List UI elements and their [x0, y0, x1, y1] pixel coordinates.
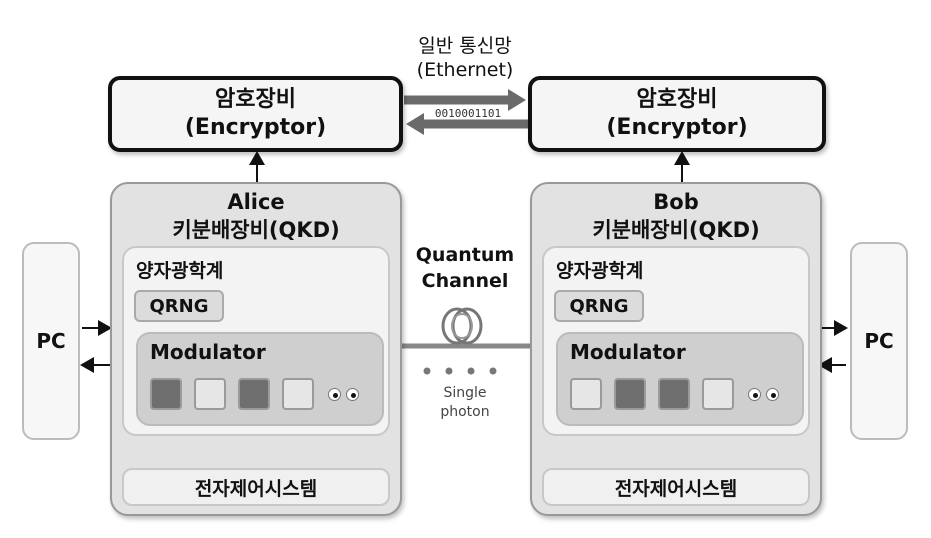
alice-encryptor-title: 암호장비: [215, 87, 296, 112]
photon-dot: [467, 367, 475, 375]
photon-dot: [423, 367, 431, 375]
pc-left: PC: [22, 242, 80, 440]
pc-right: PC: [850, 242, 908, 440]
single-photon-line1: Single: [443, 385, 487, 401]
alice-modulator: Modulator: [136, 332, 384, 426]
bob-encryptor-title: 암호장비: [636, 87, 718, 112]
bob-modulator: Modulator: [556, 332, 804, 426]
modulator-cell: [614, 378, 646, 410]
alice-control-system: 전자제어시스템: [122, 468, 390, 506]
bob-optics-label: 양자광학계: [556, 260, 644, 282]
ellipsis-dot: [748, 388, 761, 401]
modulator-cell: [238, 378, 270, 410]
single-photon-line2: photon: [440, 404, 490, 420]
alice-name: Alice: [227, 190, 285, 214]
modulator-cell: [282, 378, 314, 410]
ellipsis-dot: [328, 388, 341, 401]
fiber-loop-3: [451, 313, 473, 339]
quantum-channel-line2: Channel: [421, 270, 509, 292]
bob-encryptor: 암호장비 (Encryptor): [528, 76, 826, 152]
quantum-channel-label: Quantum Channel: [400, 240, 530, 296]
photon-dot: [489, 367, 497, 375]
alice-optics-label: 양자광학계: [136, 260, 224, 282]
modulator-cell: [658, 378, 690, 410]
ethernet-arrow-right-head: [508, 89, 526, 111]
alice-qkd-device: Alice 키분배장비(QKD) 양자광학계 QRNG Modulator 전자…: [110, 182, 402, 516]
alice-quantum-optics: 양자광학계 QRNG Modulator: [122, 246, 390, 436]
modulator-cell: [570, 378, 602, 410]
bit-sequence: 0010001101: [434, 106, 502, 120]
ethernet-label: 일반 통신망 (Ethernet): [380, 30, 550, 86]
alice-encryptor: 암호장비 (Encryptor): [108, 76, 403, 152]
bob-qrng: QRNG: [554, 290, 644, 322]
modulator-cell: [150, 378, 182, 410]
bob-name: Bob: [653, 190, 699, 214]
photon-dot: [445, 367, 453, 375]
ellipsis-dot: [766, 388, 779, 401]
alice-qrng: QRNG: [134, 290, 224, 322]
bob-qkd-device: Bob 키분배장비(QKD) 양자광학계 QRNG Modulator 전자제어…: [530, 182, 822, 516]
bob-modulator-label: Modulator: [570, 340, 686, 364]
alice-modulator-label: Modulator: [150, 340, 266, 364]
bob-encryptor-subtitle: (Encryptor): [606, 115, 748, 140]
bob-qkd-title: 키분배장비(QKD): [592, 218, 760, 242]
quantum-channel-line1: Quantum: [415, 244, 515, 266]
alice-encryptor-subtitle: (Encryptor): [184, 115, 327, 140]
modulator-cell: [702, 378, 734, 410]
ellipsis-dot: [346, 388, 359, 401]
ethernet-arrow-left-head: [406, 113, 424, 135]
modulator-cell: [194, 378, 226, 410]
alice-qkd-title: 키분배장비(QKD): [172, 218, 340, 242]
bob-quantum-optics: 양자광학계 QRNG Modulator: [542, 246, 810, 436]
ethernet-label-line2: (Ethernet): [416, 59, 514, 81]
bob-control-system: 전자제어시스템: [542, 468, 810, 506]
single-photon-label: Single photon: [410, 382, 520, 424]
ethernet-label-line1: 일반 통신망: [418, 35, 512, 57]
